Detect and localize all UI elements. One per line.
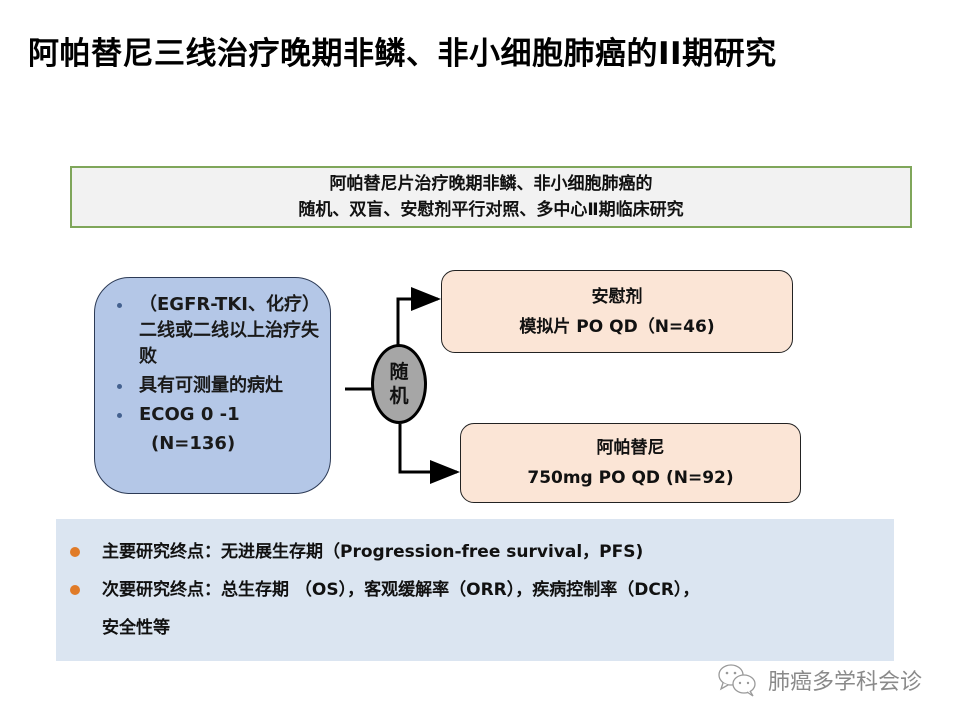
header-line-2: 随机、双盲、安慰剂平行对照、多中心Ⅱ期临床研究 xyxy=(298,200,684,220)
criterion-text: ECOG 0 -1 xyxy=(139,404,240,425)
endpoints-panel: 主要研究终点：无进展生存期（Progression-free survival，… xyxy=(56,519,894,661)
arm-name: 安慰剂 xyxy=(591,286,643,307)
slide-title: 阿帕替尼三线治疗晚期非鳞、非小细胞肺癌的II期研究 xyxy=(28,36,777,72)
inclusion-criteria-list: （EGFR-TKI、化疗）二线或二线以上治疗失败 具有可测量的病灶 ECOG 0… xyxy=(111,292,320,428)
criterion-text: （EGFR-TKI、化疗）二线或二线以上治疗失败 xyxy=(139,294,320,367)
arm-placebo-box: 安慰剂 模拟片 PO QD（N=46) xyxy=(441,270,793,353)
wechat-icon xyxy=(716,662,760,698)
endpoint-text: 主要研究终点：无进展生存期（Progression-free survival，… xyxy=(102,542,644,562)
secondary-endpoint: 次要研究终点：总生存期 （OS），客观缓解率（ORR），疾病控制率（DCR）， … xyxy=(66,571,894,647)
endpoint-continuation: 安全性等 xyxy=(102,618,170,638)
arrow-to-placebo xyxy=(396,287,441,345)
arm-detail: 750mg PO QD (N=92) xyxy=(527,468,734,488)
primary-endpoint: 主要研究终点：无进展生存期（Progression-free survival，… xyxy=(66,533,894,571)
bullet-icon xyxy=(117,384,122,389)
inclusion-criterion: 具有可测量的病灶 xyxy=(111,373,320,399)
endpoint-text: 次要研究终点：总生存期 （OS），客观缓解率（ORR），疾病控制率（DCR）， xyxy=(102,580,700,600)
bullet-icon xyxy=(70,547,80,557)
total-sample-size: (N=136) xyxy=(151,433,236,454)
bullet-icon xyxy=(70,585,80,595)
arm-name: 阿帕替尼 xyxy=(596,438,665,458)
arrow-to-apatinib xyxy=(398,424,460,484)
arm-apatinib-box: 阿帕替尼 750mg PO QD (N=92) xyxy=(460,423,801,503)
inclusion-criteria-box: （EGFR-TKI、化疗）二线或二线以上治疗失败 具有可测量的病灶 ECOG 0… xyxy=(94,277,331,494)
watermark: 肺癌多学科会诊 xyxy=(716,660,946,700)
arm-detail: 模拟片 PO QD（N=46) xyxy=(519,316,715,337)
randomization-label-1: 随 xyxy=(389,361,409,383)
bullet-icon xyxy=(117,413,122,418)
randomization-label-2: 机 xyxy=(389,385,409,407)
inclusion-criterion: ECOG 0 -1 xyxy=(111,402,320,428)
header-line-1: 阿帕替尼片治疗晚期非鳞、非小细胞肺癌的 xyxy=(329,174,653,194)
bullet-icon xyxy=(117,303,122,308)
watermark-text: 肺癌多学科会诊 xyxy=(768,670,923,695)
inclusion-criterion: （EGFR-TKI、化疗）二线或二线以上治疗失败 xyxy=(111,292,320,370)
randomization-node: 随 机 xyxy=(371,344,427,424)
study-design-header: 阿帕替尼片治疗晚期非鳞、非小细胞肺癌的 随机、双盲、安慰剂平行对照、多中心Ⅱ期临… xyxy=(70,166,912,228)
criterion-text: 具有可测量的病灶 xyxy=(139,375,283,396)
